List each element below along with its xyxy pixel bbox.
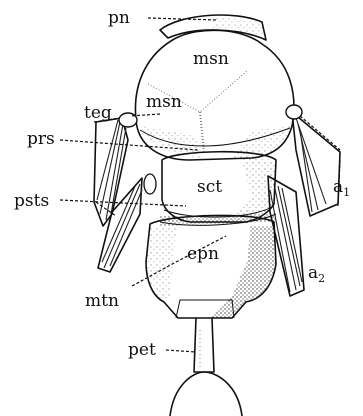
label-mtn: mtn [85, 291, 119, 311]
epinotum [146, 215, 276, 318]
label-teg: teg [84, 103, 112, 123]
left-spiracle [144, 174, 156, 194]
petiole [170, 318, 242, 416]
label-a2: a2 [308, 263, 325, 285]
left-forewing-base [94, 116, 132, 226]
label-pet: pet [128, 340, 156, 360]
right-forewing-base [292, 112, 340, 216]
label-prs: prs [27, 129, 55, 149]
label-psts: psts [14, 191, 49, 211]
label-msn-lower: msn [146, 92, 182, 112]
label-a1: a1 [333, 177, 350, 199]
label-msn-upper: msn [193, 49, 229, 69]
label-sct: sct [197, 177, 222, 197]
left-tegula [119, 113, 137, 127]
right-tegula [286, 105, 302, 119]
label-pn: pn [108, 8, 130, 28]
label-epn: epn [187, 244, 219, 264]
